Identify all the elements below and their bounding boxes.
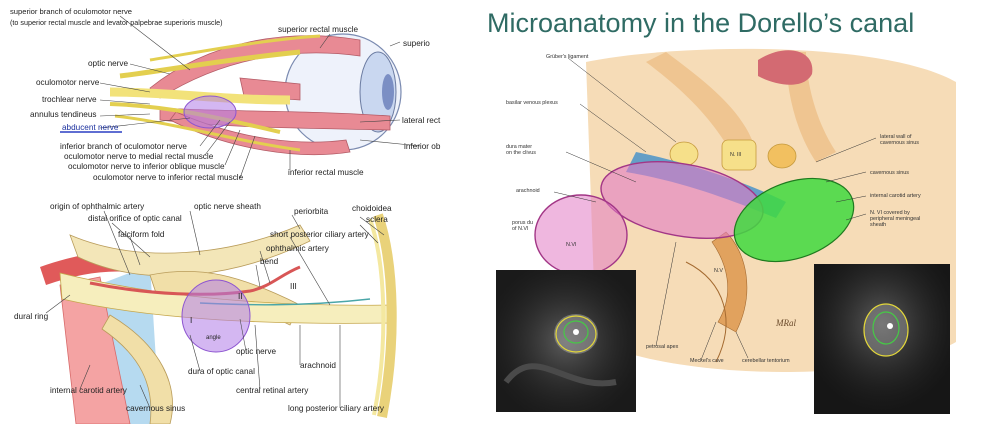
label-inferior-branch: inferior branch of oculomotor nerve: [60, 142, 187, 151]
label-long-posterior-ciliary: long posterior ciliary artery: [288, 404, 385, 413]
optic-canal-illustration: [40, 210, 397, 425]
orbit-nerves-diagram: superior branch of oculomotor nerve (to …: [0, 0, 440, 190]
label-optic-nerve-bottom: optic nerve: [236, 347, 277, 356]
label-cavernous-sinus-bottom: cavernous sinus: [126, 404, 186, 413]
label-annulus-tendineus: annulus tendineus: [30, 110, 97, 119]
label-superior-cut: superio: [403, 39, 430, 48]
label-superior-branch-note: (to superior rectal muscle and levator p…: [10, 18, 223, 27]
label-abducent-nerve: abducent nerve: [62, 123, 119, 132]
label-to-medial-rectal: oculomotor nerve to medial rectal muscle: [64, 152, 214, 161]
label-basilar-venous-plexus: basilar venous plexus: [506, 100, 558, 106]
label-angle: angle: [206, 335, 221, 341]
label-meckels-cave: Meckel's cave: [690, 358, 724, 364]
label-arachnoid-bottom: arachnoid: [300, 361, 336, 370]
label-n6-covered: N. VI covered by peripheral meningeal sh…: [870, 210, 921, 229]
mri-inset-left: [496, 270, 636, 412]
optic-canal-diagram: origin of ophthalmic artery distal orifi…: [0, 195, 420, 425]
label-lateral-rect: lateral rect: [402, 116, 441, 125]
label-petrosal-apex: petrosal apex: [646, 344, 679, 350]
label-periorbita: periorbita: [294, 207, 329, 216]
label-origin-ophthalmic: origin of ophthalmic artery: [50, 202, 145, 211]
label-superior-branch: superior branch of oculomotor nerve: [10, 7, 132, 16]
label-grubers-ligament: Grüber's ligament: [546, 54, 589, 60]
label-optic-nerve-sheath: optic nerve sheath: [194, 202, 261, 211]
label-roman-two: II: [238, 292, 243, 301]
label-internal-carotid-bottom: internal carotid artery: [50, 386, 127, 395]
label-dura-mater-clivus: dura mater on the clivus: [506, 144, 536, 157]
dorello-canal-illustration: Grüber's ligament basilar venous plexus …: [486, 42, 1000, 424]
label-distal-orifice: distal orifice of optic canal: [88, 214, 182, 223]
label-inferior-rectal-muscle: inferior rectal muscle: [288, 168, 364, 177]
dorello-anatomy-drawing: [496, 48, 956, 414]
label-short-posterior-ciliary: short posterior ciliary artery: [270, 230, 369, 239]
label-sclera: sclera: [366, 215, 388, 224]
label-ophthalmic-artery: ophthalmic artery: [266, 244, 329, 253]
label-cavernous-sinus-right: cavernous sinus: [870, 170, 909, 176]
label-n6-inner: N.VI: [566, 242, 577, 248]
label-bend: bend: [260, 257, 279, 266]
label-dura-optic-canal: dura of optic canal: [188, 367, 255, 376]
label-choidoidea: choidoidea: [352, 204, 392, 213]
label-to-inferior-oblique: oculomotor nerve to inferior oblique mus…: [68, 162, 225, 171]
slide-title: Microanatomy in the Dorello’s canal: [487, 8, 915, 38]
label-dural-ring: dural ring: [14, 312, 49, 321]
label-roman-three: III: [290, 282, 297, 291]
label-central-retinal: central retinal artery: [236, 386, 309, 395]
label-arachnoid-right: arachnoid: [516, 188, 540, 194]
label-signature: MRal: [776, 318, 796, 328]
label-roman-one: I: [190, 316, 193, 325]
label-lateral-wall: lateral wall of cavernous sinus: [880, 134, 919, 147]
label-falciform-fold: falciform fold: [118, 230, 165, 239]
label-superior-rectal-muscle: superior rectal muscle: [278, 25, 359, 34]
mri-inset-right: [814, 264, 950, 414]
label-n5: N.V: [714, 268, 723, 274]
label-internal-carotid-right: internal carotid artery: [870, 193, 921, 199]
label-trochlear-nerve: trochlear nerve: [42, 95, 97, 104]
label-inferior-ob: inferior ob: [404, 142, 441, 151]
label-cerebellar-tentorium: cerebellar tentorium: [742, 358, 790, 364]
label-to-inferior-rectal: oculomotor nerve to inferior rectal musc…: [93, 173, 244, 182]
label-n3: N. III: [730, 152, 742, 158]
orbit-nerves-illustration: [60, 15, 421, 179]
label-optic-nerve-top: optic nerve: [88, 59, 129, 68]
label-oculomotor-nerve: oculomotor nerve: [36, 78, 100, 87]
label-porus-n6: porus du of N.VI: [512, 220, 533, 233]
